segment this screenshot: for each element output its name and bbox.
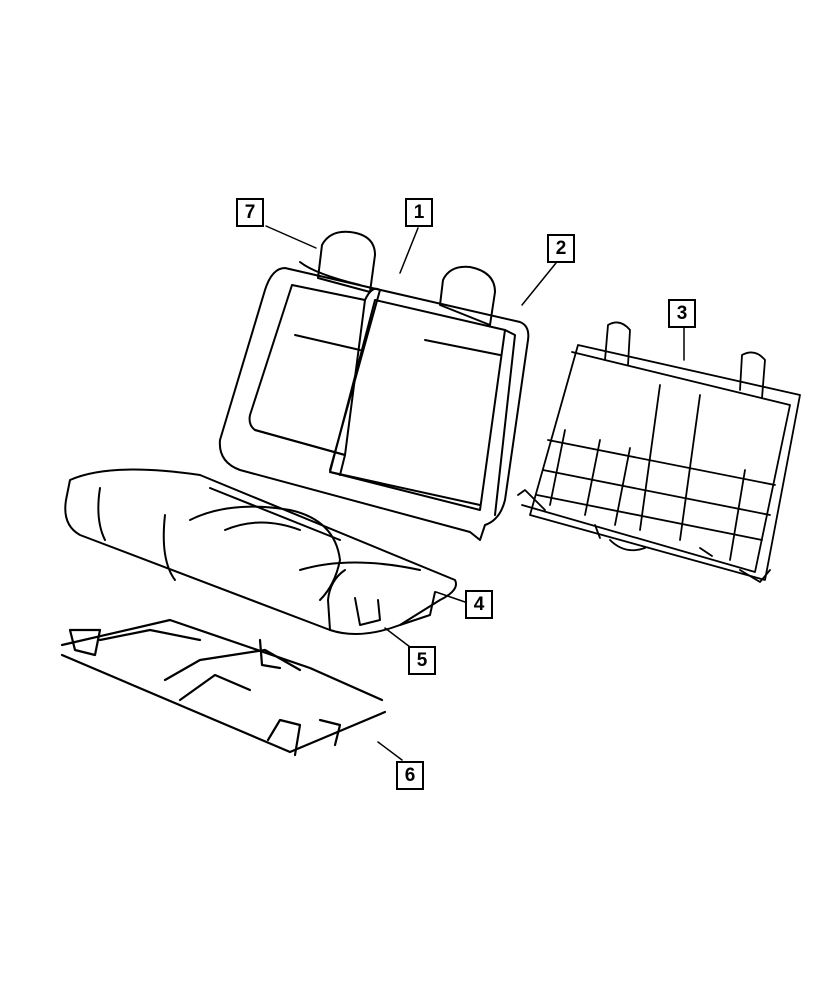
leader-lines — [265, 225, 685, 761]
headrests — [317, 230, 496, 326]
callout-1[interactable]: 1 — [405, 198, 433, 227]
callout-4[interactable]: 4 — [465, 590, 493, 619]
callout-2[interactable]: 2 — [547, 234, 575, 263]
callout-6[interactable]: 6 — [396, 761, 424, 790]
callout-3[interactable]: 3 — [668, 299, 696, 328]
seat-cushion-frame — [60, 618, 387, 757]
seat-back-frame — [517, 321, 801, 583]
callout-5[interactable]: 5 — [408, 646, 436, 675]
seat-cushion — [64, 468, 457, 635]
callout-7[interactable]: 7 — [236, 198, 264, 227]
seat-back — [218, 261, 530, 541]
